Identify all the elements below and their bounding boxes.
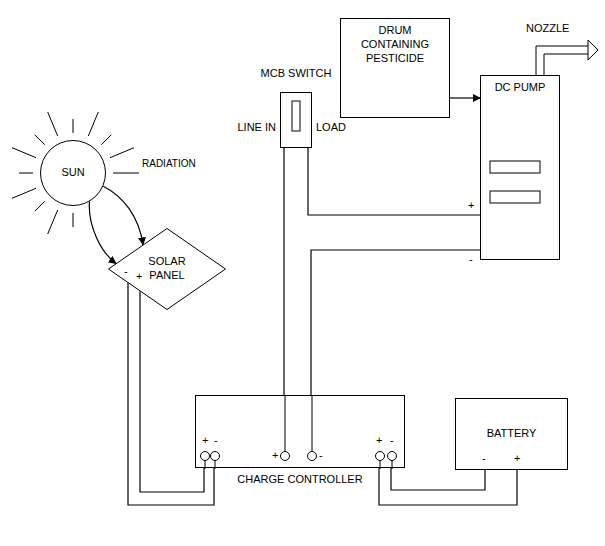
nozzle-pipe [536,40,598,75]
pump-part [490,161,540,173]
terminal [376,452,385,461]
pump-parts [481,76,559,259]
sun-circle: SUN [40,140,106,206]
polarity-sign: - [390,434,394,447]
sun-ray [48,210,58,234]
terminal-stub [285,396,286,452]
pipe-wall [536,46,588,75]
polarity-sign: + [514,452,520,465]
polarity-sign: + [468,199,474,212]
polarity-sign: - [482,452,486,465]
edge-label: RADIATION [140,158,198,170]
terminal-stub [392,461,393,470]
sun-ray [110,148,134,158]
node-text: DC PUMP [495,81,546,95]
sun-ray [35,135,45,145]
arrow-connector [450,97,480,98]
pipe-wall [544,54,588,75]
node-heading: CHARGE CONTROLLER [237,473,362,487]
terminal-stub [312,396,313,452]
wire [128,283,214,505]
terminal [201,452,210,461]
nozzle-arrow [588,40,598,60]
terminals [196,396,404,467]
polarity-sign: + [136,270,142,283]
sun-ray [88,112,98,136]
pump-box: DC PUMP [480,75,560,260]
sun-ray [73,213,74,227]
polarity-sign: + [272,449,278,462]
node-text: DRUM CONTAINING PESTICIDE [346,24,444,65]
drum-box: DRUM CONTAINING PESTICIDE [340,18,450,118]
wire [283,148,284,395]
sun-ray [12,188,36,198]
sun-ray [12,148,36,158]
node-text: BATTERY [487,427,537,441]
part-label: NOZZLE [526,22,569,35]
diamond-shape [109,229,226,310]
sun-ray [35,201,45,211]
terminal-stub [215,461,216,470]
polarity-sign: + [202,434,208,447]
arrow-connector [89,202,116,264]
polarity-sign: + [376,434,382,447]
polarity-sign: - [319,449,323,462]
sun-ray [19,173,33,174]
terminal [211,452,220,461]
wire [379,468,517,505]
terminal-stub [380,461,381,470]
switch-symbol [281,93,311,147]
switch-lever [292,101,300,131]
charge-controller-box: CHARGE CONTROLLER [195,395,405,468]
terminal-stub [205,461,206,470]
sun-ray [73,119,74,133]
terminal-label: LINE IN [237,121,276,134]
sun-ray [48,112,58,136]
arrow-connector [103,186,143,244]
polarity-sign: - [124,265,128,278]
pump-part [490,191,540,203]
node-text: SOLAR PANEL [139,255,195,283]
terminal [308,452,317,461]
wire [391,468,485,490]
battery-box: BATTERY [455,398,568,470]
node-heading: MCB SWITCH [261,67,332,81]
polarity-sign: - [214,434,218,447]
terminal [281,452,290,461]
wire [308,148,480,215]
mcb-switch-box: MCB SWITCH [280,92,312,148]
wire [311,250,480,395]
sun-rays [12,112,139,234]
terminal [388,452,397,461]
sun-ray [101,135,111,145]
sun-ray [113,173,139,174]
polarity-sign: - [469,253,473,266]
node-text: SUN [61,166,84,180]
terminal-label: LOAD [316,121,346,134]
